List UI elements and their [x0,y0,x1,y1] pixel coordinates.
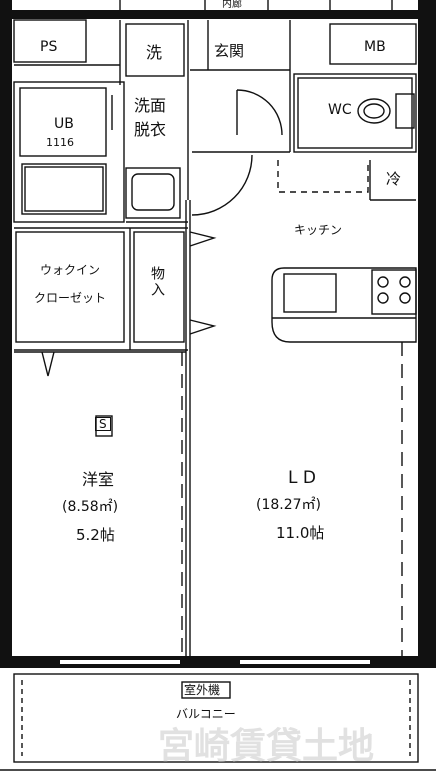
storage-label: 物入 [149,266,165,298]
company-watermark: 宮崎賃貸土地 [158,725,375,767]
top-outer-wall [0,10,436,19]
unit-bath-size: 1116 [46,136,74,149]
balcony-label: バルコニー [176,707,236,721]
fridge-label: 冷 [386,170,402,188]
western-room-label: 洋室 [82,470,115,489]
walk-in-closet-label-2: クローゼット [34,291,107,305]
outdoor-unit-label: 室外機 [184,683,221,697]
entrance-label: 玄関 [214,42,245,60]
s-mark: S [95,417,111,431]
western-room-mats: 5.2帖 [76,526,115,544]
top-corridor-label: 内廊 [222,0,242,10]
washroom-label-1: 洗面 [134,96,167,115]
wc-label: WC [328,102,352,118]
left-outer-wall [0,0,12,668]
ps-label: PS [40,39,58,55]
unit-bath-label: UB [54,116,74,132]
living-dining-area: (18.27㎡) [256,497,322,513]
western-room-area: (8.58㎡) [62,499,119,515]
mb-label: MB [364,39,386,55]
living-dining-mats: 11.0帖 [276,524,325,542]
washroom-label-2: 脱衣 [134,120,167,139]
walk-in-closet-label-1: ウォクイン [40,263,101,277]
right-outer-wall [418,0,436,668]
kitchen-label: キッチン [294,223,343,237]
washer-label: 洗 [146,43,163,62]
living-dining-label: L D [288,468,316,488]
bottom-outer-wall [0,656,436,668]
